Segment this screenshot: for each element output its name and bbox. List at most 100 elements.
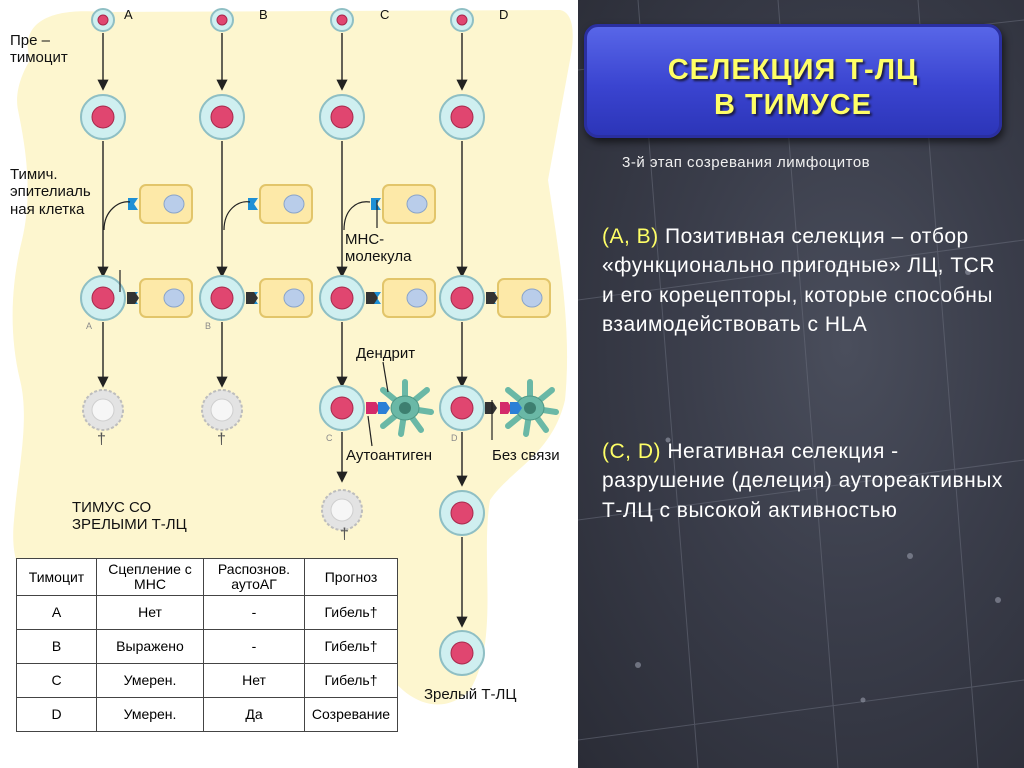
table-cell: -	[203, 595, 305, 630]
bound-thymocyte-cell-nucleus	[330, 286, 354, 310]
label-autoantigen: Аутоантиген	[346, 447, 433, 464]
table-row: C Умерен. Нет Гибель†	[16, 663, 398, 698]
death-cross-icon: †	[369, 638, 378, 655]
death-cross-icon: †	[369, 672, 378, 689]
title-box: СЕЛЕКЦИЯ Т-ЛЦ В ТИМУСЕ	[584, 24, 1002, 138]
epithelial-cell-nucleus	[406, 194, 428, 214]
table-header-cell: Распознов. аутоАГ	[203, 558, 305, 596]
thymocyte-cell-nucleus	[450, 396, 474, 420]
column-label-c: C	[380, 7, 390, 22]
column-label-b: B	[259, 7, 268, 22]
selection-diagram	[12, 8, 573, 705]
table-cell: Гибель†	[304, 595, 398, 630]
table-cell: Гибель†	[304, 663, 398, 698]
apoptotic-cell-nucleus	[210, 398, 234, 422]
table-cell: Выражено	[96, 629, 204, 664]
table-header-cell: Тимоцит	[16, 558, 97, 596]
negative-selection-label: (C, D)	[602, 440, 661, 463]
epithelial-cell-nucleus	[521, 288, 543, 308]
positive-selection-label: (A, B)	[602, 225, 659, 248]
positive-selection-body: Позитивная селекция – отбор «функциональ…	[602, 225, 996, 337]
epithelial-cell-nucleus	[406, 288, 428, 308]
epithelial-cell-nucleus	[283, 194, 305, 214]
prethymocyte-cell-nucleus	[97, 14, 109, 26]
pointer-line	[343, 201, 371, 231]
table-cell: Нет	[96, 595, 204, 630]
tcr-receptor	[366, 292, 378, 304]
table-cell: -	[203, 629, 305, 664]
pointer-line	[103, 201, 131, 231]
thymus-shape	[12, 10, 573, 705]
table-row: D Умерен. Да Созревание	[16, 697, 398, 732]
death-cross-a: †	[97, 431, 106, 448]
table-cell: C	[16, 663, 97, 698]
slide-title: СЕЛЕКЦИЯ Т-ЛЦ В ТИМУСЕ	[667, 54, 919, 121]
tcr-receptor	[246, 292, 258, 304]
thymocyte-cell-nucleus	[450, 105, 474, 129]
table-cell: Гибель†	[304, 629, 398, 664]
table-cell: A	[16, 595, 97, 630]
label-dendrite: Дендрит	[356, 345, 416, 362]
label-mhc-molecule: МНС-молекула	[345, 231, 412, 266]
mhc-molecule	[248, 198, 258, 210]
tcr-receptor	[485, 402, 497, 414]
negative-selection-text: (C, D) Негативная селекция - разрушение …	[602, 437, 1012, 525]
prethymocyte-cell-nucleus	[456, 14, 468, 26]
prethymocyte-cell-nucleus	[336, 14, 348, 26]
table-row: B Выражено - Гибель†	[16, 629, 398, 664]
column-label-d: D	[499, 7, 509, 22]
pointer-line	[223, 201, 251, 231]
thymocyte-cell-nucleus	[330, 396, 354, 420]
bound-thymocyte-cell-nucleus	[450, 286, 474, 310]
death-cross-icon: †	[369, 604, 378, 621]
table-cell: Да	[203, 697, 305, 732]
label-prethymocyte: Пре –тимоцит	[10, 32, 68, 67]
apoptotic-cell-nucleus	[91, 398, 115, 422]
small-letter-c: C	[326, 433, 333, 443]
table-cell: Умерен.	[96, 697, 204, 732]
dendritic-cell-nucleus	[399, 402, 411, 414]
mhc-molecule	[128, 198, 138, 210]
epithelial-cell-nucleus	[283, 288, 305, 308]
prethymocyte-cell-nucleus	[216, 14, 228, 26]
small-letter-a: A	[86, 321, 93, 331]
tcr-receptor	[486, 292, 498, 304]
autoantigen-complex	[366, 402, 380, 414]
thymocyte-cell-nucleus	[210, 105, 234, 129]
label-no-bond: Без связи	[492, 447, 560, 464]
thymocyte-cell-nucleus	[450, 501, 474, 525]
negative-selection-body: Негативная селекция - разрушение (делеци…	[602, 440, 1003, 522]
tcr-receptor	[127, 292, 139, 304]
table-row: A Нет - Гибель†	[16, 595, 398, 630]
death-cross-c: †	[340, 526, 349, 543]
autoantigen-complex	[500, 402, 512, 414]
table-cell: Нет	[203, 663, 305, 698]
bound-thymocyte-cell-nucleus	[91, 286, 115, 310]
label-mature-t-cell: Зрелый Т-ЛЦ	[424, 686, 517, 703]
thymocyte-cell-nucleus	[91, 105, 115, 129]
mhc-molecule	[378, 402, 390, 414]
slide-subtitle: 3-й этап созревания лимфоцитов	[622, 154, 871, 171]
apoptotic-cell-nucleus	[330, 498, 354, 522]
dendritic-cell-nucleus	[524, 402, 536, 414]
table-header-cell: Сцепление с МНС	[96, 558, 204, 596]
bound-thymocyte-cell-nucleus	[210, 286, 234, 310]
mhc-molecule	[510, 402, 522, 414]
text-panel: СЕЛЕКЦИЯ Т-ЛЦ В ТИМУСЕ 3-й этап созреван…	[578, 0, 1024, 768]
column-label-a: A	[124, 7, 133, 22]
mhc-molecule	[371, 198, 381, 210]
table-header-row: Тимоцит Сцепление с МНС Распознов. аутоА…	[16, 558, 398, 596]
pointer-line	[367, 415, 373, 447]
pointer-line	[382, 361, 389, 393]
table-header-cell: Прогноз	[304, 558, 398, 596]
thymocyte-cell-nucleus	[330, 105, 354, 129]
table-cell: B	[16, 629, 97, 664]
table-cell: D	[16, 697, 97, 732]
mature-t-cell-nucleus	[450, 641, 474, 665]
epithelial-cell-nucleus	[163, 194, 185, 214]
small-letter-b: B	[205, 321, 212, 331]
outcome-table: Тимоцит Сцепление с МНС Распознов. аутоА…	[16, 558, 398, 732]
